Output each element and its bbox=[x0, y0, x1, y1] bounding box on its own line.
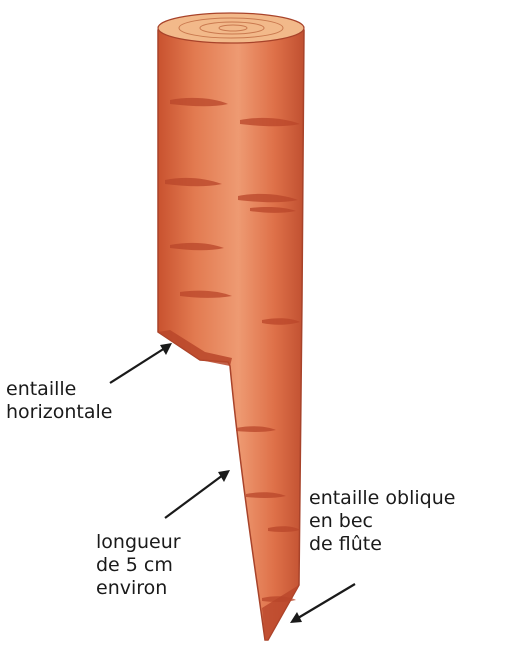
label-oblique-cut-line-2: en bec bbox=[309, 510, 455, 533]
label-oblique-cut-line-1: entaille oblique bbox=[309, 487, 455, 510]
label-length-line-1: longueur bbox=[96, 531, 181, 554]
arrow-horizontal-cut bbox=[110, 343, 172, 383]
arrow-icon bbox=[110, 348, 165, 383]
label-oblique-cut-line-3: de flûte bbox=[309, 533, 455, 556]
arrow-icon bbox=[165, 475, 223, 518]
arrow-icon bbox=[298, 584, 355, 618]
arrow-oblique-cut bbox=[290, 584, 355, 623]
label-horizontal-cut-line-1: entaille bbox=[6, 378, 112, 401]
label-oblique-cut: entaille oblique en bec de flûte bbox=[309, 487, 455, 556]
label-length: longueur de 5 cm environ bbox=[96, 531, 181, 600]
label-length-line-3: environ bbox=[96, 577, 181, 600]
label-horizontal-cut: entaille horizontale bbox=[6, 378, 112, 424]
label-length-line-2: de 5 cm bbox=[96, 554, 181, 577]
label-horizontal-cut-line-2: horizontale bbox=[6, 401, 112, 424]
arrow-length bbox=[165, 470, 230, 518]
